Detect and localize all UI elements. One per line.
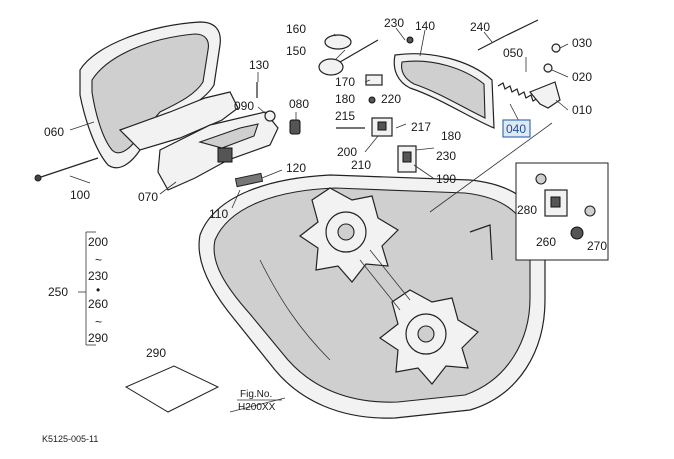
parts-sheet-290-shape <box>124 365 220 413</box>
part-label-260: 260 <box>536 235 556 249</box>
bolt-090-shape <box>264 110 276 122</box>
part-label-130: 130 <box>249 58 269 72</box>
part-label-110: 110 <box>209 207 228 221</box>
part-label-180b: 180 <box>441 129 461 143</box>
part-label-120: 120 <box>286 161 306 175</box>
spring-shape <box>234 172 264 188</box>
part-label-070: 070 <box>138 190 158 204</box>
part-label-150: 150 <box>286 44 306 58</box>
part-label-240: 240 <box>470 20 490 34</box>
part-label-060: 060 <box>44 125 64 139</box>
part-label-050: 050 <box>503 46 523 60</box>
range-item-bullet: • <box>96 283 100 297</box>
lever-010-shape <box>529 43 561 109</box>
footer-code: K5125-005-11 <box>42 434 98 444</box>
range-item-230: 230 <box>88 269 108 283</box>
lower-spindle-shape <box>378 289 479 385</box>
highlighted-part-040[interactable]: 040 <box>502 119 531 138</box>
part-label-080: 080 <box>289 97 309 111</box>
part-label-230a: 230 <box>384 16 404 30</box>
fig-caption-line1: Fig.No. <box>240 389 272 400</box>
part-label-217: 217 <box>411 120 431 134</box>
spring-040-shape <box>497 82 539 102</box>
range-item-200: 200 <box>88 235 108 249</box>
part-label-020: 020 <box>572 70 592 84</box>
range-item-290: 290 <box>88 331 108 345</box>
part-label-090: 090 <box>234 99 254 113</box>
part-label-270: 270 <box>587 239 607 253</box>
belt-shield-shape <box>157 111 279 191</box>
upper-spindle-shape <box>298 187 399 283</box>
part-label-190: 190 <box>436 172 456 186</box>
leader-lines <box>69 27 569 413</box>
range-item-tilde-2: ~ <box>95 315 102 329</box>
part-label-030: 030 <box>572 36 592 50</box>
part-label-210: 210 <box>351 158 371 172</box>
mower-deck-shape <box>198 174 546 419</box>
rod-240-shape <box>477 19 539 51</box>
part-label-220: 220 <box>381 92 401 106</box>
part-label-215: 215 <box>335 109 355 123</box>
range-group-label: 250 <box>48 285 68 299</box>
shaft-shape <box>34 157 99 182</box>
part-label-100: 100 <box>70 188 90 202</box>
part-label-230b: 230 <box>436 149 456 163</box>
fig-caption-line2: H200XX <box>238 402 276 413</box>
part-labels: 060 070 080 090 100 110 120 130 140 150 … <box>44 16 607 360</box>
inset-detail-box <box>515 162 609 261</box>
part-label-200: 200 <box>337 145 357 159</box>
range-group-250: 250 200 ~ 230 • 260 ~ 290 <box>48 235 108 345</box>
range-item-260: 260 <box>88 297 108 311</box>
bracket-cluster-shape <box>318 34 417 173</box>
part-label-040: 040 <box>506 122 526 136</box>
part-label-180a: 180 <box>335 92 355 106</box>
part-label-170: 170 <box>335 75 355 89</box>
right-belt-cover-shape <box>393 53 495 129</box>
part-label-290: 290 <box>146 346 166 360</box>
left-cover-shape <box>79 21 239 169</box>
part-label-280: 280 <box>517 203 537 217</box>
part-label-140: 140 <box>415 19 435 33</box>
range-item-tilde-1: ~ <box>95 253 102 267</box>
clip-080-shape <box>289 119 301 135</box>
part-label-010: 010 <box>572 103 592 117</box>
part-label-160: 160 <box>286 22 306 36</box>
